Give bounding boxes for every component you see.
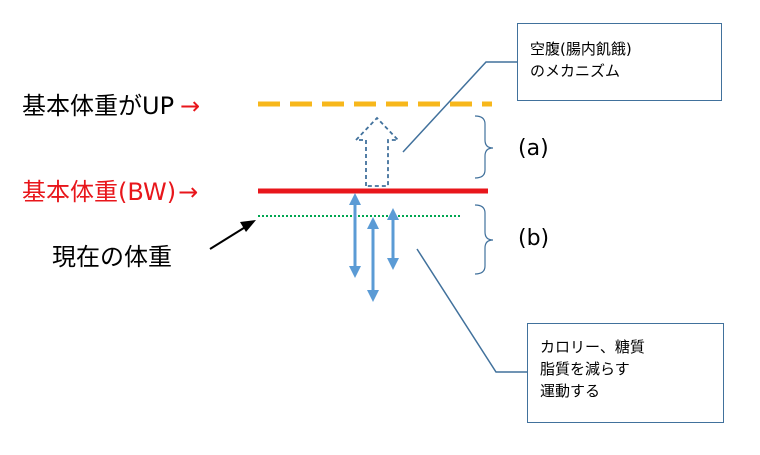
callout-bottom-line-3: 運動する xyxy=(540,382,601,400)
base-weight-label: 基本体重(BW)→ xyxy=(22,180,198,204)
brace-a-label: (a) xyxy=(518,136,549,161)
base-weight-arrow: → xyxy=(178,178,199,206)
hollow-up-arrow xyxy=(353,116,401,187)
base-up-label: 基本体重がUP→ xyxy=(22,94,200,118)
callout-bottom-line-2: 脂質を減らす xyxy=(540,360,630,378)
bottom-callout-leader xyxy=(416,248,528,373)
base-up-arrow: → xyxy=(180,92,201,120)
callout-top-line-2: のメカニズム xyxy=(530,62,621,80)
base-weight-text: 基本体重(BW) xyxy=(22,178,177,206)
base-up-text: 基本体重がUP xyxy=(22,92,175,120)
diet-exercise-callout: カロリー、糖質 脂質を減らす 運動する xyxy=(527,323,724,423)
callout-bottom-line-1: カロリー、糖質 xyxy=(540,338,645,356)
brace-b-label: (b) xyxy=(518,226,550,251)
brace-b xyxy=(474,204,494,275)
top-callout-leader xyxy=(402,61,518,153)
brace-a xyxy=(474,115,494,179)
current-weight-pointer-head xyxy=(240,220,256,232)
current-weight-label: 現在の体重 xyxy=(52,243,172,271)
callout-top-line-1: 空腹(腸内飢餓) xyxy=(530,40,632,58)
current-weight-pointer xyxy=(209,225,248,250)
hunger-mechanism-callout: 空腹(腸内飢餓) のメカニズム xyxy=(517,23,722,101)
